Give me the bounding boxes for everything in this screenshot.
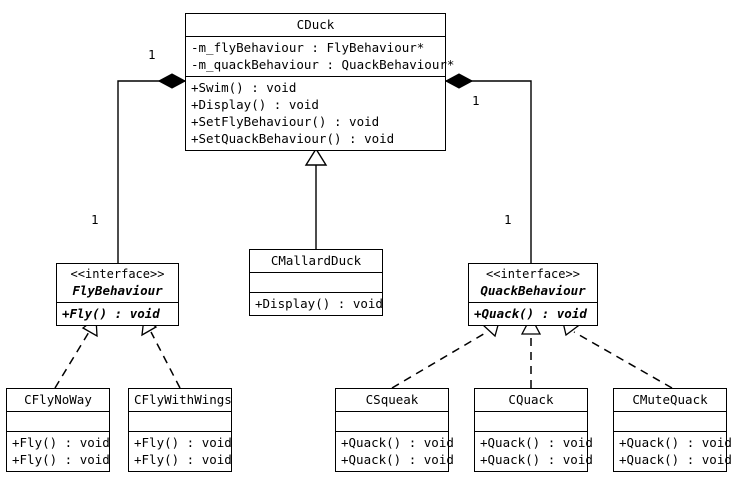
operation-row: +SetFlyBehaviour() : void: [191, 114, 380, 129]
operation-row: +Fly() : void: [62, 306, 160, 321]
cmutequack-attributes-compartment: [614, 412, 726, 432]
cmutequack-operations-compartment: +Quack() : void +Quack() : void: [614, 432, 732, 471]
cquack-attributes-compartment: [475, 412, 587, 432]
multiplicity-quack-near-duck: 1: [472, 93, 480, 108]
hollow-triangle-icon: [304, 147, 328, 166]
interface-name-flybehaviour: FlyBehaviour: [72, 283, 163, 298]
cflynoway-attributes-compartment: [7, 412, 109, 432]
flybehaviour-operations-compartment: +Fly() : void: [57, 303, 178, 325]
class-box-cflynoway[interactable]: CFlyNoWay +Fly() : void +Fly() : void: [6, 388, 110, 472]
class-name-cflynoway: CFlyNoWay: [24, 392, 92, 407]
operation-row: +Fly() : void: [134, 435, 232, 450]
operation-row: +Quack() : void: [341, 452, 454, 467]
cmallardduck-name-compartment: CMallardDuck: [250, 250, 382, 273]
operation-row: +Display() : void: [191, 97, 319, 112]
operation-row: +Fly() : void: [134, 452, 232, 467]
flybehaviour-name-compartment: <<interface>> FlyBehaviour: [57, 264, 178, 303]
cmallardduck-operations-compartment: +Display() : void: [250, 293, 383, 315]
multiplicity-fly-near-duck: 1: [148, 47, 156, 62]
operation-row: +Quack() : void: [480, 435, 593, 450]
class-box-cmutequack[interactable]: CMuteQuack +Quack() : void +Quack() : vo…: [613, 388, 732, 472]
cduck-operations-compartment: +Swim() : void +Display() : void +SetFly…: [186, 77, 445, 150]
cmutequack-name-compartment: CMuteQuack: [614, 389, 726, 412]
operation-row: +Fly() : void: [12, 435, 110, 450]
operation-row: +Quack() : void: [619, 435, 732, 450]
interface-box-flybehaviour[interactable]: <<interface>> FlyBehaviour +Fly() : void: [56, 263, 179, 326]
stereotype-label: <<interface>>: [70, 267, 165, 281]
operation-row: +Fly() : void: [12, 452, 110, 467]
csqueak-attributes-compartment: [336, 412, 448, 432]
class-box-cflywithwings[interactable]: CFlyWithWings +Fly() : void +Fly() : voi…: [128, 388, 232, 472]
csqueak-operations-compartment: +Quack() : void +Quack() : void: [336, 432, 454, 471]
operation-row: +Quack() : void: [474, 306, 587, 321]
composition-duck-quackbehaviour: [444, 73, 532, 263]
cflywithwings-name-compartment: CFlyWithWings: [129, 389, 232, 412]
multiplicity-quack-near-interface: 1: [504, 212, 512, 227]
realization-cflywithwings-flybehaviour: [141, 316, 181, 389]
realization-cmutequack-quackbehaviour: [561, 316, 673, 389]
interface-name-quackbehaviour: QuackBehaviour: [480, 283, 586, 298]
class-name-cmutequack: CMuteQuack: [632, 392, 708, 407]
multiplicity-fly-near-interface: 1: [91, 212, 99, 227]
class-box-cduck[interactable]: CDuck -m_flyBehaviour : FlyBehaviour* -m…: [185, 13, 455, 151]
cduck-name-compartment: CDuck: [186, 14, 445, 37]
cflynoway-operations-compartment: +Fly() : void +Fly() : void: [7, 432, 110, 471]
cflywithwings-operations-compartment: +Fly() : void +Fly() : void: [129, 432, 232, 471]
realization-cquack-quackbehaviour: [520, 315, 542, 388]
class-box-cquack[interactable]: CQuack +Quack() : void +Quack() : void: [474, 388, 593, 472]
cflynoway-name-compartment: CFlyNoWay: [7, 389, 109, 412]
filled-diamond-icon: [157, 73, 187, 89]
cmallardduck-attributes-compartment: [250, 273, 382, 293]
realization-cflynoway-flybehaviour: [54, 316, 98, 389]
class-name-cquack: CQuack: [508, 392, 554, 407]
generalization-mallardduck-duck: [304, 147, 328, 249]
operation-row: +Quack() : void: [619, 452, 732, 467]
csqueak-name-compartment: CSqueak: [336, 389, 448, 412]
attribute-row: -m_quackBehaviour : QuackBehaviour*: [191, 57, 455, 72]
filled-diamond-icon: [444, 73, 474, 89]
class-box-csqueak[interactable]: CSqueak +Quack() : void +Quack() : void: [335, 388, 454, 472]
cquack-operations-compartment: +Quack() : void +Quack() : void: [475, 432, 593, 471]
operation-row: +Quack() : void: [480, 452, 593, 467]
cflywithwings-attributes-compartment: [129, 412, 231, 432]
composition-duck-flybehaviour: [117, 73, 187, 263]
operation-row: +Quack() : void: [341, 435, 454, 450]
stereotype-label: <<interface>>: [486, 267, 580, 281]
operation-row: +SetQuackBehaviour() : void: [191, 131, 395, 146]
class-name-csqueak: CSqueak: [365, 392, 419, 407]
class-name-cduck: CDuck: [296, 17, 335, 32]
operation-row: +Swim() : void: [191, 80, 297, 95]
cduck-attributes-compartment: -m_flyBehaviour : FlyBehaviour* -m_quack…: [186, 37, 455, 77]
realization-csqueak-quackbehaviour: [391, 316, 501, 389]
interface-box-quackbehaviour[interactable]: <<interface>> QuackBehaviour +Quack() : …: [468, 263, 598, 326]
class-name-cflywithwings: CFlyWithWings: [134, 392, 232, 407]
class-box-cmallardduck[interactable]: CMallardDuck +Display() : void: [249, 249, 383, 316]
quackbehaviour-name-compartment: <<interface>> QuackBehaviour: [469, 264, 597, 303]
attribute-row: -m_flyBehaviour : FlyBehaviour*: [191, 40, 425, 55]
cquack-name-compartment: CQuack: [475, 389, 587, 412]
quackbehaviour-operations-compartment: +Quack() : void: [469, 303, 597, 325]
operation-row: +Display() : void: [255, 296, 383, 311]
class-name-cmallardduck: CMallardDuck: [270, 253, 362, 268]
